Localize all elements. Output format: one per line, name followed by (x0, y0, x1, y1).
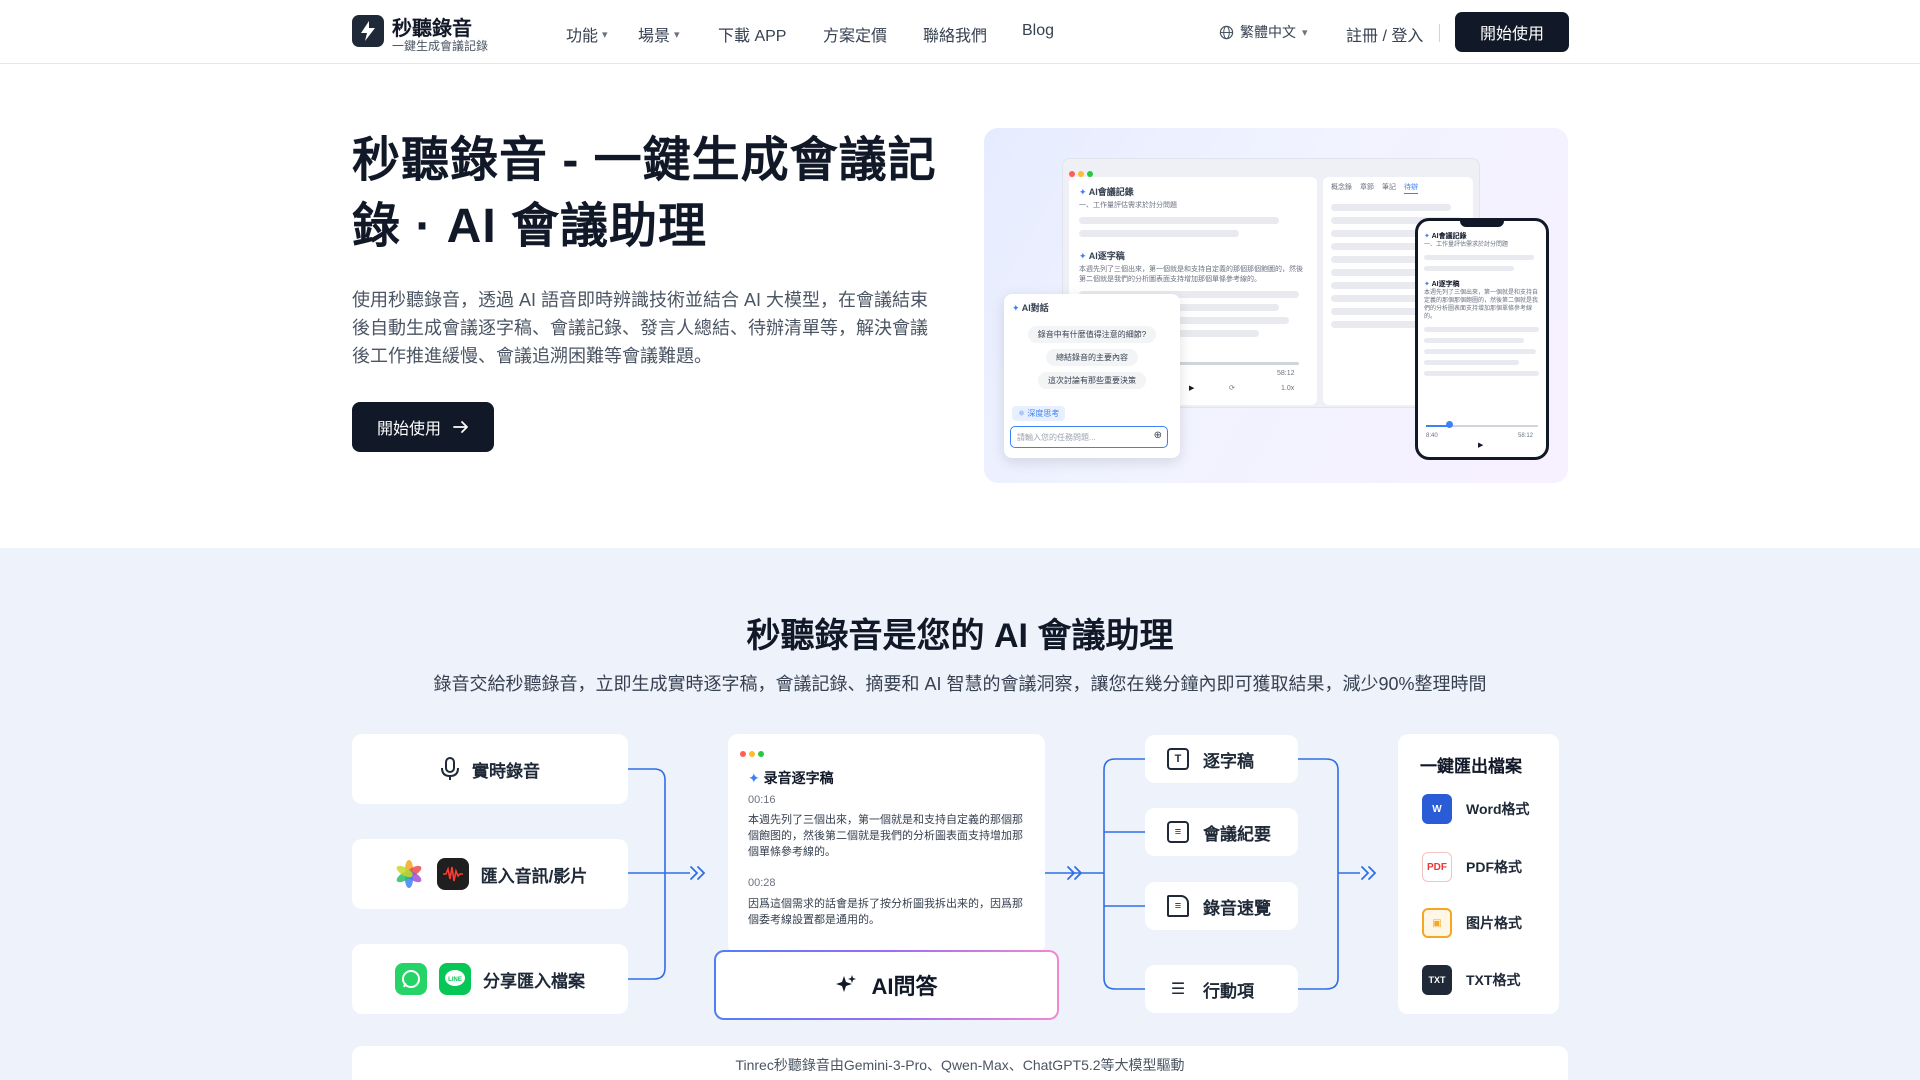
chevron-down-icon: ▾ (674, 28, 680, 41)
chat-suggestion[interactable]: 錄音中有什麼值得注意的細節? (1027, 326, 1157, 343)
sparkle-icon: ✦ (1012, 303, 1020, 313)
output-action-items[interactable]: ☰行動項 (1145, 965, 1298, 1013)
section-title: 秒聽錄音是您的 AI 會議助理 (746, 617, 1174, 655)
globe-icon (1219, 25, 1234, 39)
hero-start-button[interactable]: 開始使用 (352, 402, 494, 452)
play-icon[interactable]: ▶ (1189, 385, 1195, 392)
nav-pricing[interactable]: 方案定價 (823, 28, 888, 45)
export-image[interactable]: ▣图片格式 (1422, 908, 1522, 938)
chat-suggestion[interactable]: 總結錄音的主要內容 (1046, 349, 1138, 366)
photos-app-icon (392, 858, 425, 890)
nav-blog[interactable]: Blog (1022, 22, 1055, 39)
desktop-app-window: ✦ AI會議記錄 一、工作量評估需求於討分問題 ✦ AI逐字稿 本週先列了三個出… (1062, 158, 1480, 408)
hero-title: 秒聽錄音 - 一鍵生成會議記錄 · AI 會議助理 (352, 134, 937, 253)
svg-text:LINE: LINE (448, 977, 462, 983)
transcript-text: 本週先列了三個出來，第一個就是和支持自定義的那個那個飽图的，然後第二個就是我們的… (748, 814, 1023, 858)
nav-divider (1439, 24, 1440, 42)
play-icon[interactable]: ▶ (1478, 442, 1484, 449)
nav-scenarios[interactable]: 場景▾ (638, 28, 680, 45)
hero-product-mockup: ✦ AI會議記錄 一、工作量評估需求於討分問題 ✦ AI逐字稿 本週先列了三個出… (984, 128, 1568, 483)
document-icon: ≡ (1167, 895, 1189, 917)
sparkle-icon: ✦ (1424, 281, 1430, 288)
source-import-media[interactable]: 匯入音訊/影片 (352, 839, 628, 909)
notes-icon: ≡ (1167, 821, 1189, 843)
brand-name[interactable]: 秒聽錄音 (392, 18, 472, 40)
chevron-down-icon: ▾ (602, 28, 608, 41)
sparkle-icon: ✦ (1424, 233, 1430, 240)
nav-features[interactable]: 功能▾ (566, 28, 608, 45)
top-navigation: 秒聽錄音 一鍵生成會議記錄 功能▾ 場景▾ 下載 APP 方案定價 聯絡我們 B… (0, 0, 1920, 64)
line-app-icon: LINE (439, 963, 471, 995)
brand-tagline: 一鍵生成會議記錄 (392, 39, 489, 53)
replay-icon[interactable]: ⟳ (1229, 385, 1235, 392)
txt-file-icon: TXT (1422, 965, 1452, 995)
whatsapp-icon (395, 963, 427, 995)
output-recording-overview[interactable]: ≡錄音速覽 (1145, 882, 1298, 930)
chat-suggestion[interactable]: 這次討論有那些重要決策 (1038, 372, 1146, 389)
login-register-link[interactable]: 註冊 / 登入 (1346, 28, 1424, 45)
brand-logo-icon[interactable] (352, 15, 384, 47)
arrow-right-icon (453, 421, 468, 433)
output-minutes[interactable]: ≡會議紀要 (1145, 808, 1298, 856)
section-subtitle: 錄音交給秒聽錄音，立即生成實時逐字稿，會議記錄、摘要和 AI 智慧的會議洞察，讓… (433, 674, 1487, 694)
mobile-app-mockup: ✦ AI會議記錄 一、工作量評估需求於討分問題 ✦ AI逐字稿 本週先列了三個出… (1415, 218, 1549, 460)
image-file-icon: ▣ (1422, 908, 1452, 938)
window-controls (1069, 164, 1096, 182)
start-button[interactable]: 開始使用 (1455, 12, 1569, 52)
powered-by-banner: Tinrec秒聽錄音由Gemini-3-Pro、Qwen-Max、ChatGPT… (352, 1046, 1568, 1080)
phone-notch (1460, 220, 1504, 227)
timestamp: 00:28 (748, 877, 776, 889)
hero-description: 使用秒聽錄音，透過 AI 語音即時辨識技術並結合 AI 大模型，在會議結束後自動… (352, 290, 929, 366)
seek-handle[interactable] (1446, 421, 1453, 428)
ai-chat-panel: ✦ AI對話 錄音中有什麼值得注意的細節? 總結錄音的主要內容 這次討論有那些重… (1004, 294, 1180, 458)
timestamp: 00:16 (748, 794, 776, 806)
nav-download-app[interactable]: 下載 APP (718, 28, 787, 45)
chat-input[interactable]: 請輸入您的任務問題... ⊕ (1010, 426, 1168, 448)
microphone-icon (441, 757, 459, 780)
mockup-tabs: 概念錄章節筆記待辦 (1331, 183, 1465, 194)
chevron-down-icon: ▾ (1302, 26, 1308, 39)
transcript-text: 因爲這個需求的話會是拆了按分析圖我拆出来的，因爲那個委考線設置都是通用的。 (748, 898, 1023, 926)
send-icon[interactable]: ⊕ (1153, 430, 1162, 441)
text-doc-icon: T (1167, 748, 1189, 770)
window-controls (740, 744, 767, 762)
sparkle-icon: ✦ (748, 770, 760, 786)
nav-contact[interactable]: 聯絡我們 (923, 28, 988, 45)
ai-qa-button[interactable]: AI問答 (714, 950, 1059, 1020)
sparkle-icon (836, 975, 857, 992)
source-live-recording[interactable]: 實時錄音 (352, 734, 628, 804)
sparkle-icon: ✦ (1079, 187, 1087, 197)
voice-memos-icon (436, 858, 469, 890)
pdf-icon: PDF (1422, 852, 1452, 882)
word-icon: W (1422, 794, 1452, 824)
transcript-preview-card: ✦ 录音逐字稿 00:16 本週先列了三個出來，第一個就是和支持自定義的那個那個… (728, 734, 1045, 954)
deep-think-toggle[interactable]: ⚛ 深度思考 (1012, 406, 1066, 421)
source-share-import[interactable]: LINE 分享匯入檔案 (352, 944, 628, 1014)
sparkle-icon: ✦ (1079, 251, 1087, 261)
checklist-icon: ☰ (1170, 981, 1186, 998)
language-selector[interactable]: 繁體中文 ▾ (1219, 22, 1308, 42)
